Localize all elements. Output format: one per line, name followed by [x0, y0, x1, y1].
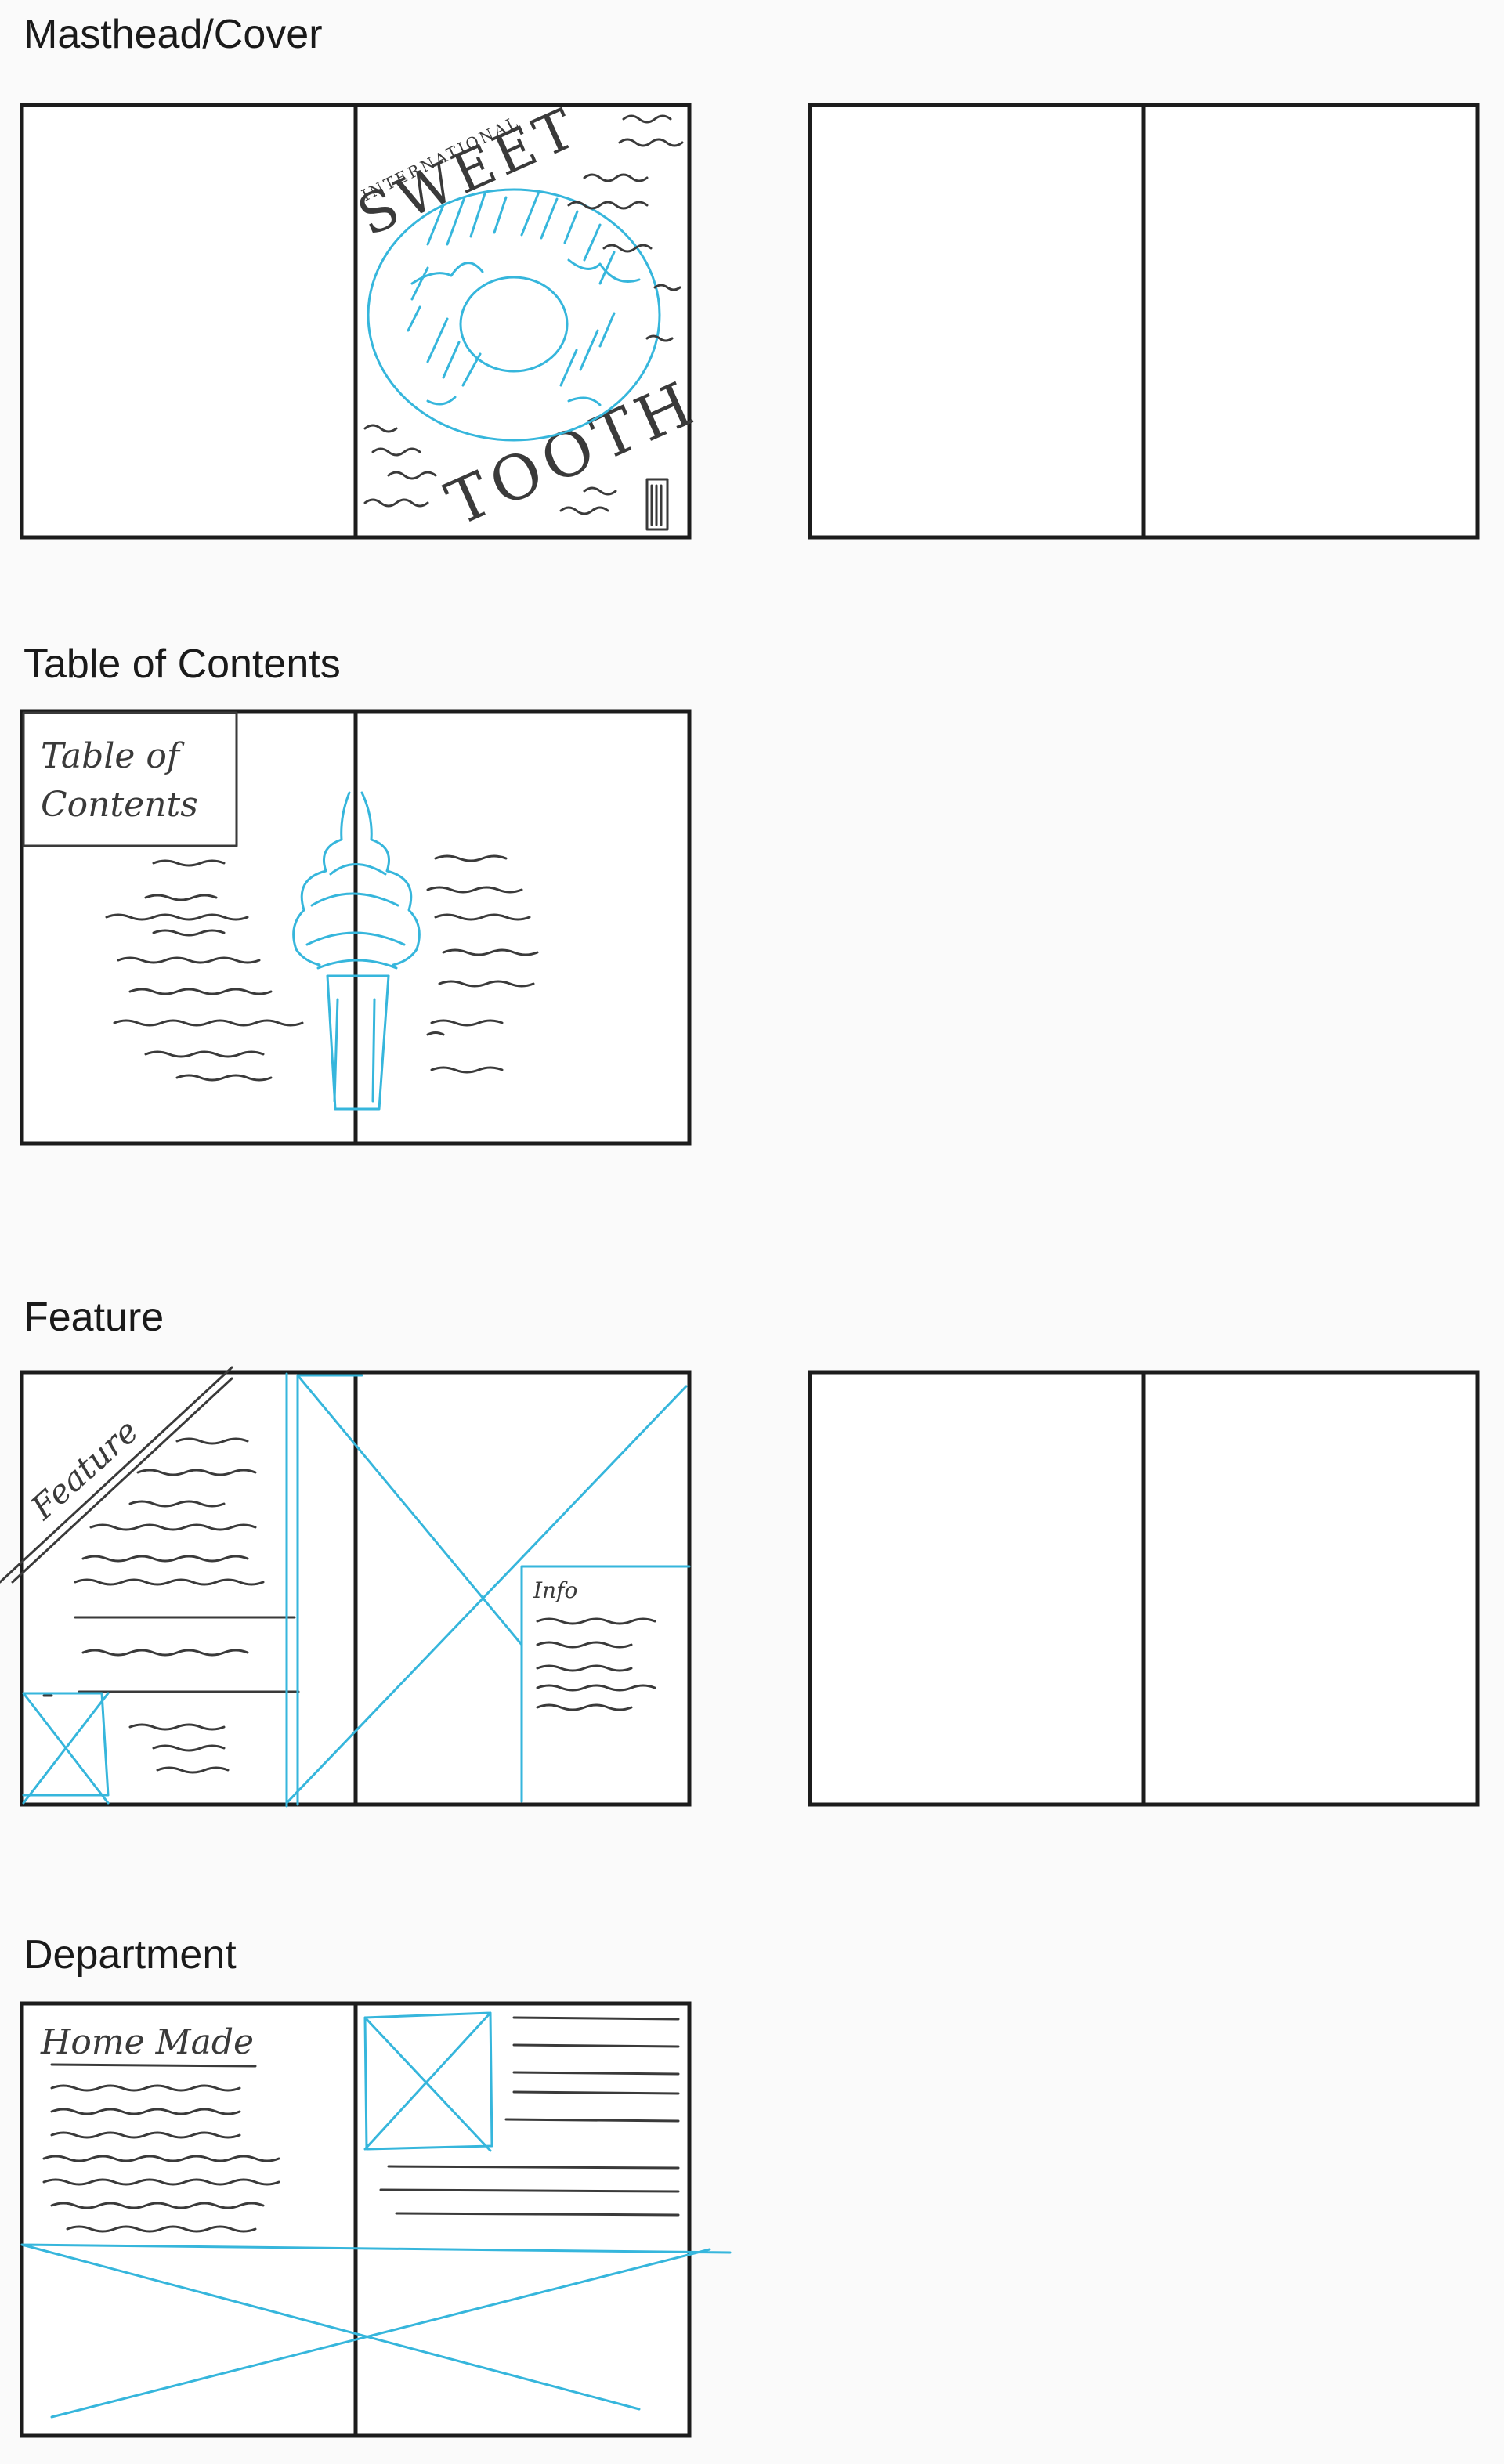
toc-right-entries — [426, 854, 539, 1074]
feature-main-image-cross — [285, 1374, 688, 1805]
donut-glaze-strokes — [407, 190, 616, 387]
department-heading: Home Made — [40, 2022, 254, 2062]
toc-title-box — [22, 711, 238, 847]
department-image-placeholder — [363, 2011, 494, 2152]
department-spread: Home Made — [20, 2001, 732, 2438]
section-title-toc: Table of Contents — [24, 641, 341, 687]
donut-frosting-edge — [410, 258, 641, 406]
cover-barcode-lines — [650, 484, 663, 526]
feature-info-label: Info — [533, 1577, 577, 1603]
toc-box-line2: Contents — [41, 785, 198, 825]
masthead-spread-2 — [808, 103, 1480, 540]
section-title-masthead: Masthead/Cover — [24, 12, 323, 57]
feature-info-box — [520, 1565, 691, 1803]
department-left-text — [42, 2063, 280, 2233]
donut-hole — [459, 276, 569, 373]
department-right-text — [379, 2016, 680, 2217]
feature-spread-2 — [808, 1370, 1480, 1807]
feature-body-text — [42, 1437, 300, 1774]
section-title-feature: Feature — [24, 1295, 164, 1340]
donut-outer — [367, 188, 661, 442]
feature-info-text — [536, 1617, 656, 1711]
toc-spread: Table of Contents — [20, 709, 692, 1146]
feature-spread-1: Feature Info — [0, 1366, 692, 1808]
ice-cream-cone-sketch — [292, 791, 421, 1111]
feature-image-placeholders — [22, 1372, 363, 1808]
cover-text-squiggles — [363, 114, 684, 515]
masthead-spread-1: INTERNATIONAL SWEET TOOTH — [20, 95, 708, 540]
toc-left-entries — [105, 859, 304, 1082]
cover-barcode — [645, 478, 669, 531]
feature-banner-lines — [0, 1366, 233, 1584]
toc-box-line1: Table of — [41, 736, 185, 776]
section-title-department: Department — [24, 1932, 237, 1978]
department-bottom-image-cross — [20, 2243, 732, 2419]
